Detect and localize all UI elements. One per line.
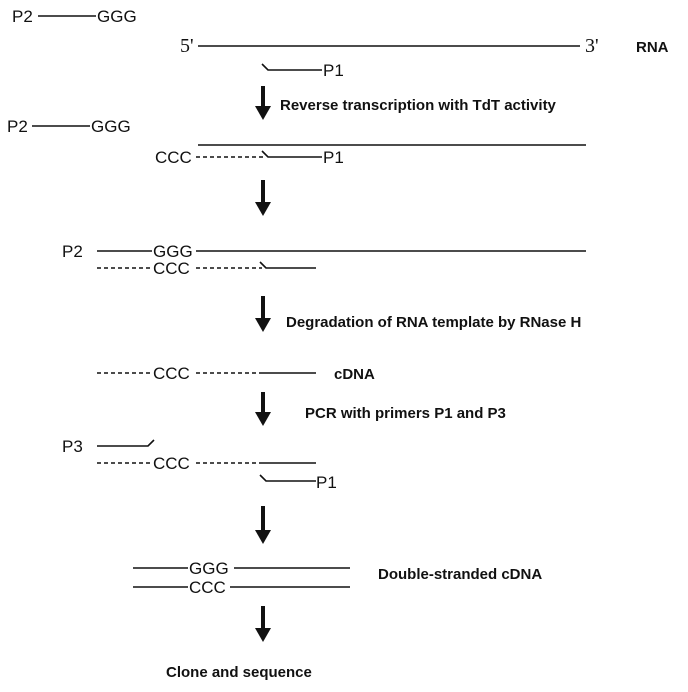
arrow-6	[255, 606, 271, 642]
ggg-label: GGG	[153, 242, 193, 261]
ggg-label: GGG	[91, 117, 131, 136]
arrow-3	[255, 296, 271, 332]
p2-label: P2	[62, 242, 83, 261]
ggg-label: GGG	[97, 7, 137, 26]
step-degradation: Degradation of RNA template by RNase H	[286, 314, 581, 331]
ccc-label: CCC	[153, 454, 190, 473]
p1-primer	[259, 261, 316, 269]
stage-template-switch: P2 GGG CCC	[62, 242, 586, 278]
stage-rna: P2 GGG 5' 3' RNA P1	[12, 7, 669, 80]
p1-primer	[261, 150, 322, 158]
step-double-stranded: Double-stranded cDNA	[378, 566, 542, 583]
p2-label: P2	[7, 117, 28, 136]
stage-first-strand: P2 GGG CCC P1	[7, 117, 586, 167]
step-reverse-transcription: Reverse transcription with TdT activity	[280, 97, 557, 114]
p3-primer	[97, 439, 155, 447]
p1-label: P1	[323, 148, 344, 167]
p3-label: P3	[62, 437, 83, 456]
step-pcr: PCR with primers P1 and P3	[305, 405, 506, 422]
stage-cdna: CCC cDNA	[97, 364, 375, 383]
arrow-1	[255, 86, 271, 120]
stage-double-stranded: GGG CCC Double-stranded cDNA	[133, 559, 542, 597]
p1-primer	[259, 474, 316, 482]
arrow-5	[255, 506, 271, 544]
ggg-label: GGG	[189, 559, 229, 578]
cdna-label: cDNA	[334, 366, 375, 383]
five-prime-label: 5'	[180, 35, 194, 57]
step-clone: Clone and sequence	[166, 664, 312, 681]
three-prime-label: 3'	[585, 35, 599, 57]
arrow-4	[255, 392, 271, 426]
stage-pcr: P3 CCC P1	[62, 437, 337, 492]
p2-label: P2	[12, 7, 33, 26]
ccc-label: CCC	[189, 578, 226, 597]
ccc-label: CCC	[153, 259, 190, 278]
ccc-label: CCC	[155, 148, 192, 167]
p1-label: P1	[323, 61, 344, 80]
rna-label: RNA	[636, 39, 669, 56]
p1-primer	[261, 63, 322, 71]
arrow-2	[255, 180, 271, 216]
p1-label: P1	[316, 473, 337, 492]
ccc-label: CCC	[153, 364, 190, 383]
